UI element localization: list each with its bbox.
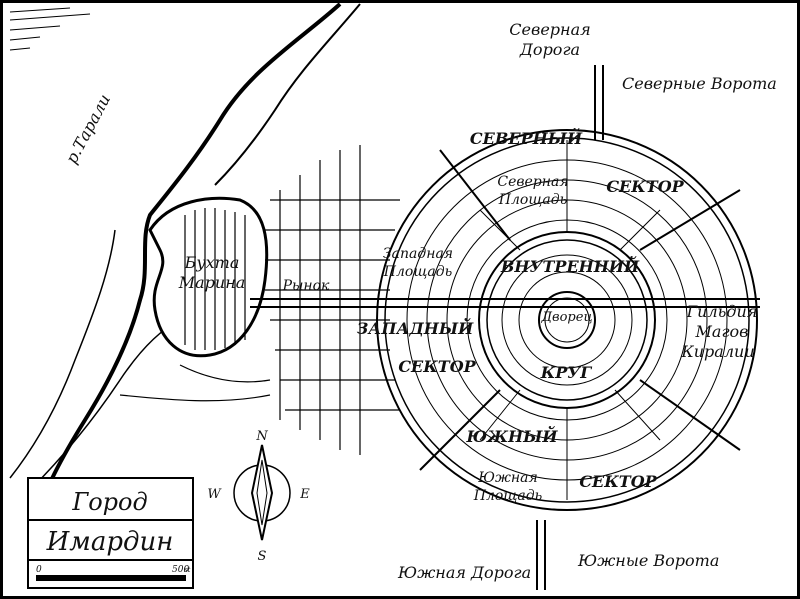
compass-east-label: E xyxy=(299,487,310,502)
river-bank-east xyxy=(29,319,181,491)
south-sector-label-1: ЮЖНЫЙ xyxy=(465,425,558,446)
bay-label-2: Марина xyxy=(178,273,246,292)
north-gate-label: Северные Ворота xyxy=(622,74,777,93)
sea-hatching xyxy=(9,7,91,51)
shore-heavy-line xyxy=(33,2,342,521)
south-gate-label: Южные Ворота xyxy=(577,551,719,570)
compass-south-label: S xyxy=(258,549,267,564)
scale-end-label: 500 xyxy=(172,565,189,575)
west-square-label-1: Западная xyxy=(383,246,453,262)
compass-north-label: N xyxy=(255,429,268,444)
north-square-label-1: Северная xyxy=(497,174,568,190)
river-bank-west xyxy=(9,229,116,479)
river-label: р.Тарали xyxy=(62,91,114,167)
south-square-label-2: Площадь xyxy=(473,488,542,504)
compass-west-label: W xyxy=(207,487,222,502)
north-road-label-2: Дорога xyxy=(519,40,580,59)
coastline xyxy=(10,4,130,360)
market-label: Рынок xyxy=(282,278,330,294)
palace-label: Дворец xyxy=(540,310,592,325)
title-line-2: Имардин xyxy=(46,527,174,557)
north-south-road xyxy=(536,65,604,590)
inner-circle-label-2: КРУГ xyxy=(540,363,593,382)
compass-rose xyxy=(233,444,291,541)
inner-circle-label-1: ВНУТРЕННИЙ xyxy=(500,255,640,276)
south-sector-label-2: СЕКТОР xyxy=(579,472,657,491)
south-square-label-1: Южная xyxy=(477,470,537,486)
bay-label-1: Бухта xyxy=(184,253,240,272)
scale-unit-label: st xyxy=(184,566,191,574)
title-cartouche xyxy=(27,477,194,589)
shore-inner-line xyxy=(214,3,361,186)
north-sector-label-1: СЕВЕРНЫЙ xyxy=(470,127,583,148)
scale-start-label: 0 xyxy=(36,565,42,575)
west-sector-label-1: ЗАПАДНЫЙ xyxy=(357,317,474,338)
scale-bar xyxy=(36,575,186,581)
north-sector-label-2: СЕКТОР xyxy=(606,177,684,196)
sector-dividers xyxy=(419,149,741,471)
west-square-label-2: Площадь xyxy=(383,264,452,280)
north-square-label-2: Площадь xyxy=(498,192,567,208)
guild-label-2: Магов xyxy=(695,322,749,341)
title-line-1: Город xyxy=(71,488,147,516)
radial-streets xyxy=(479,140,661,500)
west-sector-label-2: СЕКТОР xyxy=(398,357,476,376)
guild-label-3: Киралии xyxy=(680,342,754,361)
north-road-label-1: Северная xyxy=(509,20,590,39)
guild-label-1: Гильдия xyxy=(686,302,758,321)
south-road-label: Южная Дорога xyxy=(397,563,531,582)
marina-bay xyxy=(148,196,269,358)
